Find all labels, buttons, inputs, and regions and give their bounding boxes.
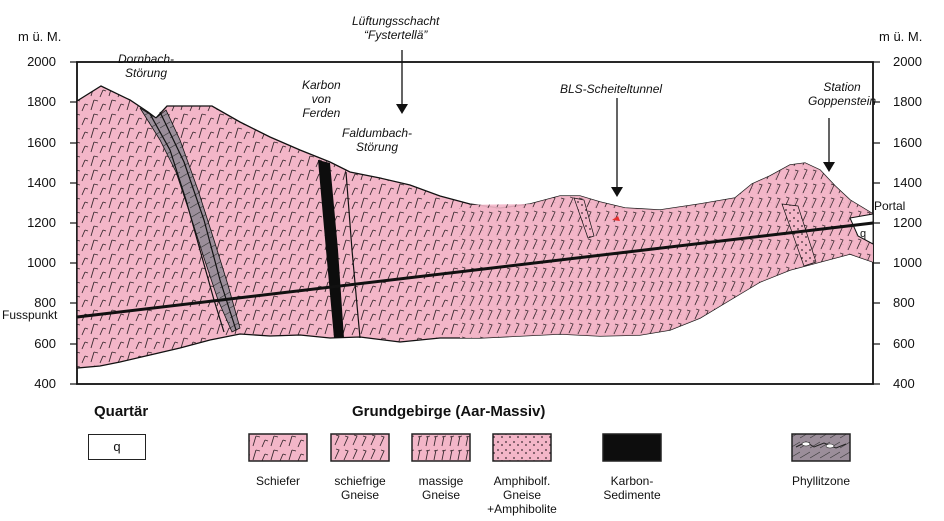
legend-swatch-karbon	[603, 434, 661, 461]
legend-swatch-mgneis	[412, 434, 470, 461]
legend-label-amph: Amphibolf. Gneise +Amphibolite	[478, 474, 566, 516]
legend-label-schiefer: Schiefer	[240, 474, 316, 488]
legend-label-sgneis: schiefrige Gneise	[322, 474, 398, 502]
legend-label-karbon: Karbon- Sedimente	[590, 474, 674, 502]
legend-swatch-sgneis	[331, 434, 389, 461]
legend-label-mgneis: massige Gneise	[403, 474, 479, 502]
legend-label-phyl: Phyllitzone	[778, 474, 864, 488]
legend-swatch-schiefer	[249, 434, 307, 461]
legend-swatch-amph	[493, 434, 551, 461]
legend-swatch-phyl	[792, 434, 850, 461]
